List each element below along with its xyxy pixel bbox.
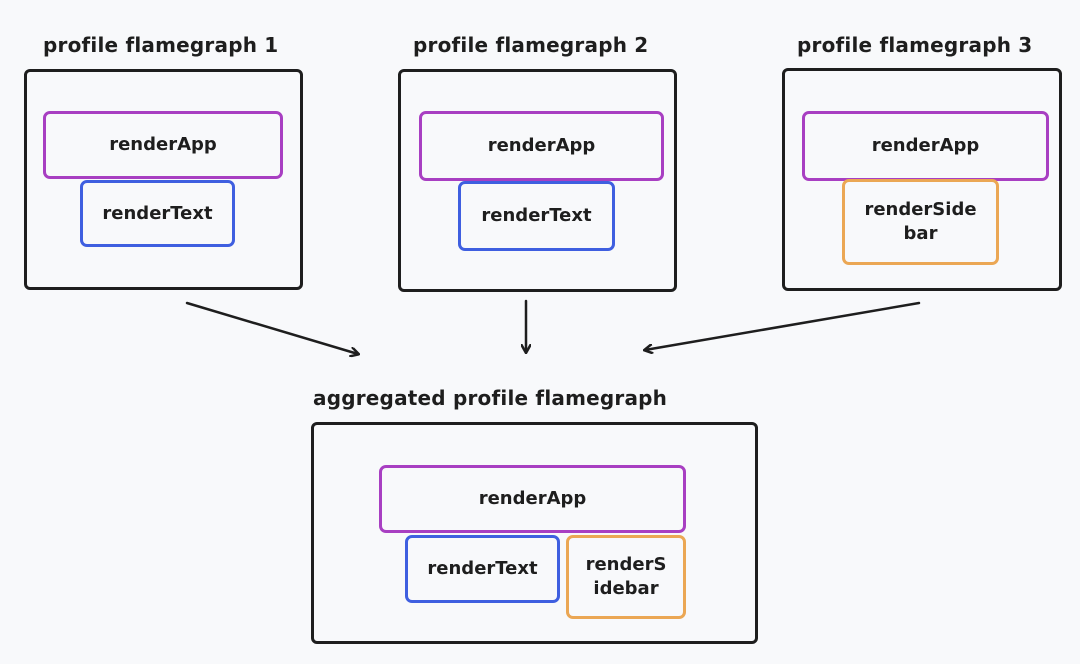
aggregated-title: aggregated profile flamegraph bbox=[313, 386, 668, 410]
node-label: renderApp bbox=[109, 134, 217, 155]
arrow-profile-1-to-aggregated bbox=[185, 301, 358, 354]
profile-3-render-sidebar-node: renderSide bar bbox=[842, 179, 999, 265]
profile-2-frame bbox=[398, 69, 677, 292]
profile-2-render-text-node: renderText bbox=[458, 181, 615, 251]
aggregated-frame bbox=[311, 422, 758, 644]
profile-1-frame bbox=[24, 69, 303, 290]
aggregated-render-text-node: renderText bbox=[405, 535, 560, 603]
aggregated-render-sidebar-node: renderS idebar bbox=[566, 535, 686, 619]
profile-1-render-app-node: renderApp bbox=[43, 111, 283, 179]
profile-3-render-app-node: renderApp bbox=[802, 111, 1049, 181]
node-label: renderSide bar bbox=[864, 199, 977, 244]
profile-2-title: profile flamegraph 2 bbox=[413, 33, 649, 57]
aggregated-render-app-node: renderApp bbox=[379, 465, 686, 533]
node-label: renderApp bbox=[478, 488, 587, 509]
profile-3-frame bbox=[782, 68, 1062, 291]
node-label: renderText bbox=[427, 558, 538, 579]
node-label: renderApp bbox=[871, 135, 980, 156]
node-label: renderS idebar bbox=[585, 554, 667, 599]
profile-2-render-app-node: renderApp bbox=[419, 111, 664, 181]
node-label: renderText bbox=[102, 202, 213, 224]
node-label: renderApp bbox=[487, 135, 596, 156]
profile-1-render-text-node: renderText bbox=[80, 180, 235, 247]
profile-3-title: profile flamegraph 3 bbox=[797, 33, 1033, 57]
arrow-profile-3-to-aggregated bbox=[645, 301, 921, 350]
profile-1-title: profile flamegraph 1 bbox=[43, 33, 279, 57]
node-label: renderText bbox=[481, 205, 592, 226]
